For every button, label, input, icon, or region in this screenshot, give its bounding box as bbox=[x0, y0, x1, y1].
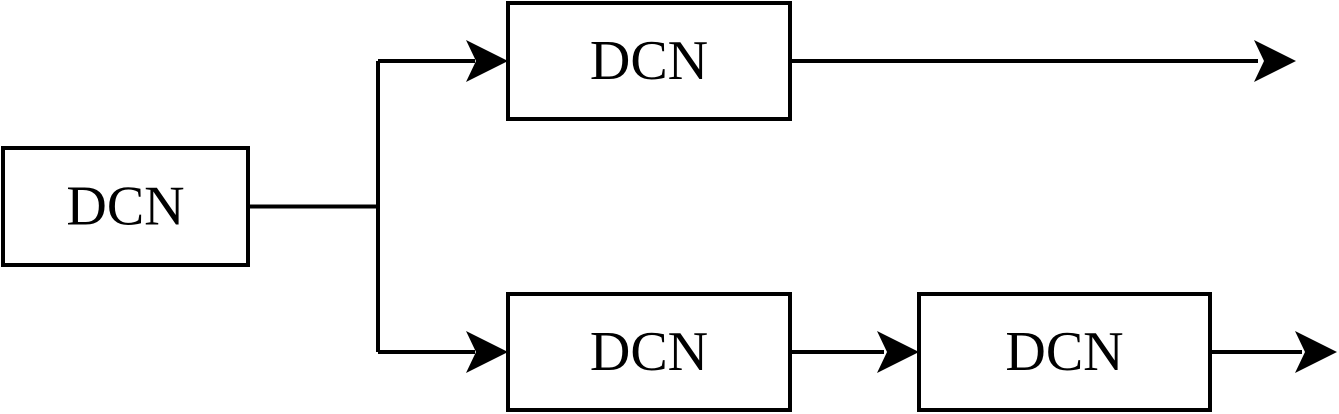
arrowhead-top-output bbox=[1254, 40, 1296, 82]
node-bottom-1-box bbox=[506, 292, 792, 412]
arrowhead-to-top-node bbox=[466, 40, 508, 82]
node-bottom-2: DCN bbox=[917, 292, 1212, 412]
node-bottom-2-label: DCN bbox=[1005, 321, 1123, 383]
node-top-label: DCN bbox=[590, 30, 708, 92]
arrowhead-to-bottom-node-2 bbox=[877, 331, 919, 373]
arrowhead-to-bottom-node-1 bbox=[466, 331, 508, 373]
arrowhead-bottom-output bbox=[1295, 331, 1337, 373]
node-left-box bbox=[1, 146, 250, 267]
node-left-label: DCN bbox=[66, 176, 184, 238]
node-bottom-1: DCN bbox=[506, 292, 792, 412]
split-connector bbox=[248, 59, 475, 354]
node-left: DCN bbox=[1, 146, 250, 267]
node-top-box bbox=[506, 1, 792, 121]
node-bottom-1-label: DCN bbox=[590, 321, 708, 383]
node-top: DCN bbox=[506, 1, 792, 121]
